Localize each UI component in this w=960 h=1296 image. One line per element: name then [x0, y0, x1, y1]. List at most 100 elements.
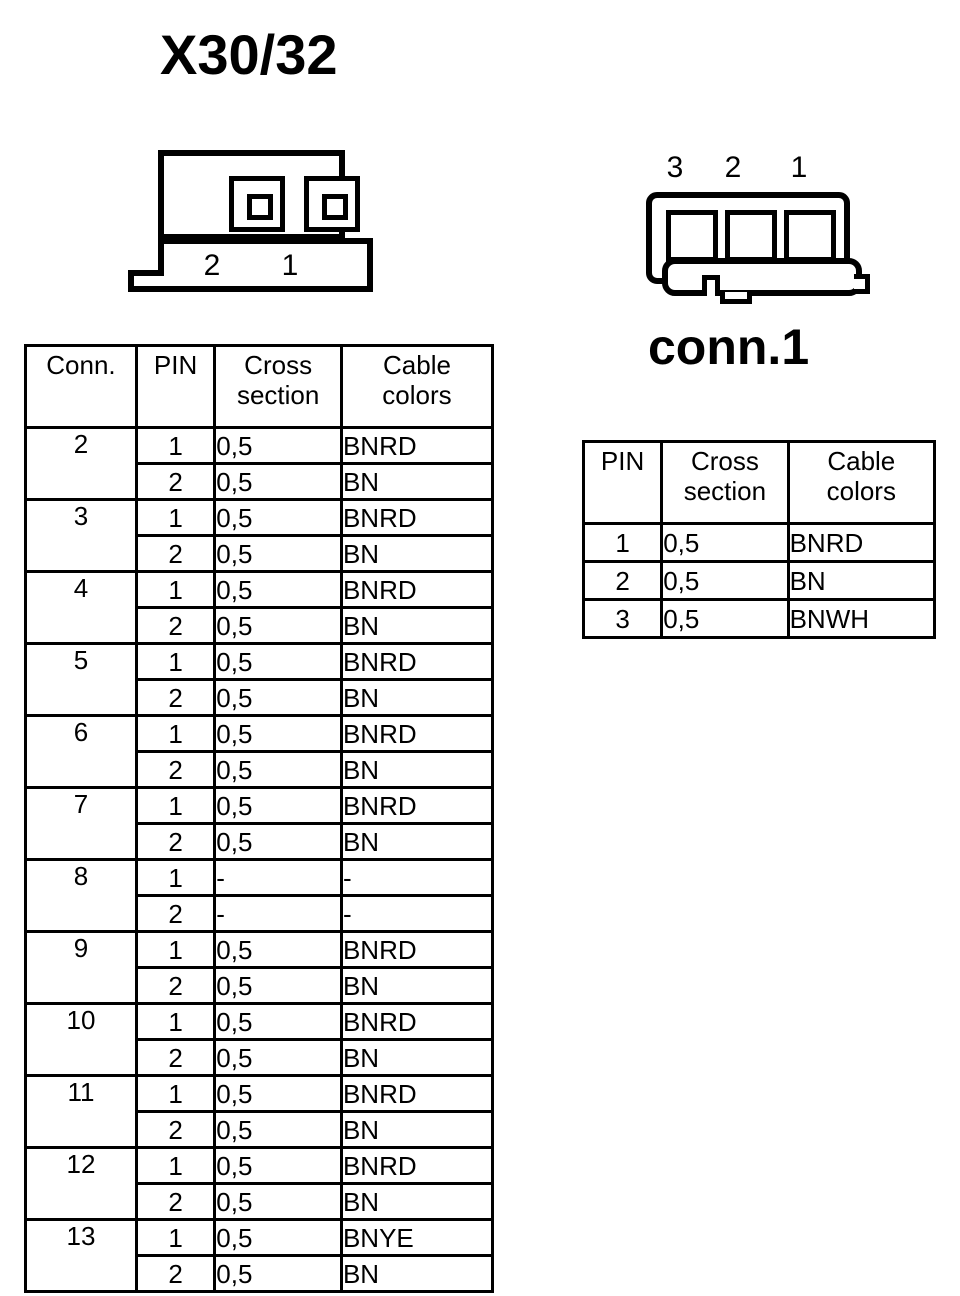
cell-cable-color: BNRD	[339, 1002, 495, 1041]
cell-pin: 2	[134, 462, 217, 501]
cell-cable-color: BN	[339, 678, 495, 717]
cell-cross-section: 0,5	[213, 750, 343, 789]
cell-pin: 2	[134, 534, 217, 573]
connector-diagram-right: 3 2 1 conn.1	[640, 150, 870, 380]
cell-conn: 8	[24, 858, 138, 933]
cell-conn: 6	[24, 714, 138, 789]
column-header-cable-colors: Cable colors	[786, 440, 937, 525]
cell-cable-color: -	[339, 858, 495, 897]
connector-left-pin-label-2: 2	[203, 249, 221, 282]
cell-cable-color: BN	[339, 750, 495, 789]
connector-right-pin-number-3: 3	[666, 151, 684, 184]
cell-cross-section: 0,5	[213, 966, 343, 1005]
connector-left-pin-1-socket	[304, 176, 360, 232]
cell-conn: 9	[24, 930, 138, 1005]
cell-cross-section: 0,5	[213, 786, 343, 825]
cell-conn: 11	[24, 1074, 138, 1149]
cell-cable-color: BNRD	[339, 498, 495, 537]
cell-cable-color: BNRD	[339, 426, 495, 465]
cell-cross-section: 0,5	[213, 606, 343, 645]
cell-pin: 3	[581, 598, 664, 639]
wiring-table-conn1-header: PIN Cross section Cable colors	[581, 440, 937, 525]
cell-cable-color: BN	[339, 462, 495, 501]
cell-pin: 2	[134, 894, 217, 933]
page-title: X30/32	[160, 23, 338, 86]
cell-cross-section: 0,5	[213, 534, 343, 573]
cell-cable-color: BN	[339, 534, 495, 573]
cell-cross-section: 0,5	[213, 1110, 343, 1149]
cell-pin: 1	[134, 498, 217, 537]
cell-cable-color: BN	[339, 966, 495, 1005]
cell-pin: 1	[134, 1074, 217, 1113]
cell-pin: 2	[134, 1182, 217, 1221]
cell-pin: 2	[581, 560, 664, 601]
table-row: 2--	[26, 894, 495, 933]
cell-cross-section: 0,5	[213, 570, 343, 609]
cell-cross-section: 0,5	[213, 1146, 343, 1185]
column-header-cross-section: Cross section	[660, 440, 790, 525]
column-header-cable-colors-line2: colors	[826, 476, 896, 506]
cell-pin: 1	[134, 570, 217, 609]
cell-pin: 2	[134, 606, 217, 645]
cell-conn: 12	[24, 1146, 138, 1221]
cell-cable-color: BNRD	[339, 930, 495, 969]
connector-left-pin-1-contact	[322, 194, 348, 220]
column-header-cable-colors-line1: Cable	[827, 446, 896, 476]
column-header-conn: Conn.	[24, 344, 138, 429]
cell-pin: 1	[134, 1146, 217, 1185]
cell-cross-section: 0,5	[213, 642, 343, 681]
cell-cross-section: 0,5	[213, 678, 343, 717]
cell-cable-color: BN	[339, 1182, 495, 1221]
connector-left-pin-label-1: 1	[281, 249, 299, 282]
cell-cable-color: -	[339, 894, 495, 933]
cell-cable-color: BNRD	[786, 522, 937, 563]
column-header-pin: PIN	[581, 440, 664, 525]
cell-pin: 2	[134, 750, 217, 789]
column-header-pin: PIN	[134, 344, 217, 429]
cell-pin: 1	[134, 426, 217, 465]
cell-cross-section: 0,5	[213, 426, 343, 465]
column-header-cross-section-line1: Cross	[244, 350, 313, 380]
column-header-cross-section-line2: section	[236, 380, 320, 410]
connector-left-pin-2-contact	[247, 194, 273, 220]
cell-cable-color: BNYE	[339, 1218, 495, 1257]
connector-right-label: conn.1	[648, 319, 810, 375]
cell-cable-color: BN	[339, 1254, 495, 1293]
column-header-cross-section-line2: section	[683, 476, 767, 506]
column-header-cable-colors-line2: colors	[382, 380, 452, 410]
cell-pin: 1	[581, 522, 664, 563]
cell-cable-color: BNRD	[339, 714, 495, 753]
cell-conn: 4	[24, 570, 138, 645]
column-header-cable-colors-line1: Cable	[383, 350, 451, 380]
cell-cross-section: 0,5	[213, 498, 343, 537]
cell-cable-color: BNRD	[339, 786, 495, 825]
cell-cross-section: 0,5	[213, 1038, 343, 1077]
cell-cross-section: 0,5	[660, 598, 790, 639]
cell-conn: 2	[24, 426, 138, 501]
cell-cross-section: 0,5	[213, 1182, 343, 1221]
cell-cross-section: 0,5	[213, 1218, 343, 1257]
cell-pin: 1	[134, 930, 217, 969]
connector-right-pin-slot-1	[784, 210, 836, 262]
table-header-row: PIN Cross section Cable colors	[581, 440, 937, 525]
cell-cross-section: 0,5	[213, 1002, 343, 1041]
column-header-cross-section-line1: Cross	[690, 446, 759, 476]
